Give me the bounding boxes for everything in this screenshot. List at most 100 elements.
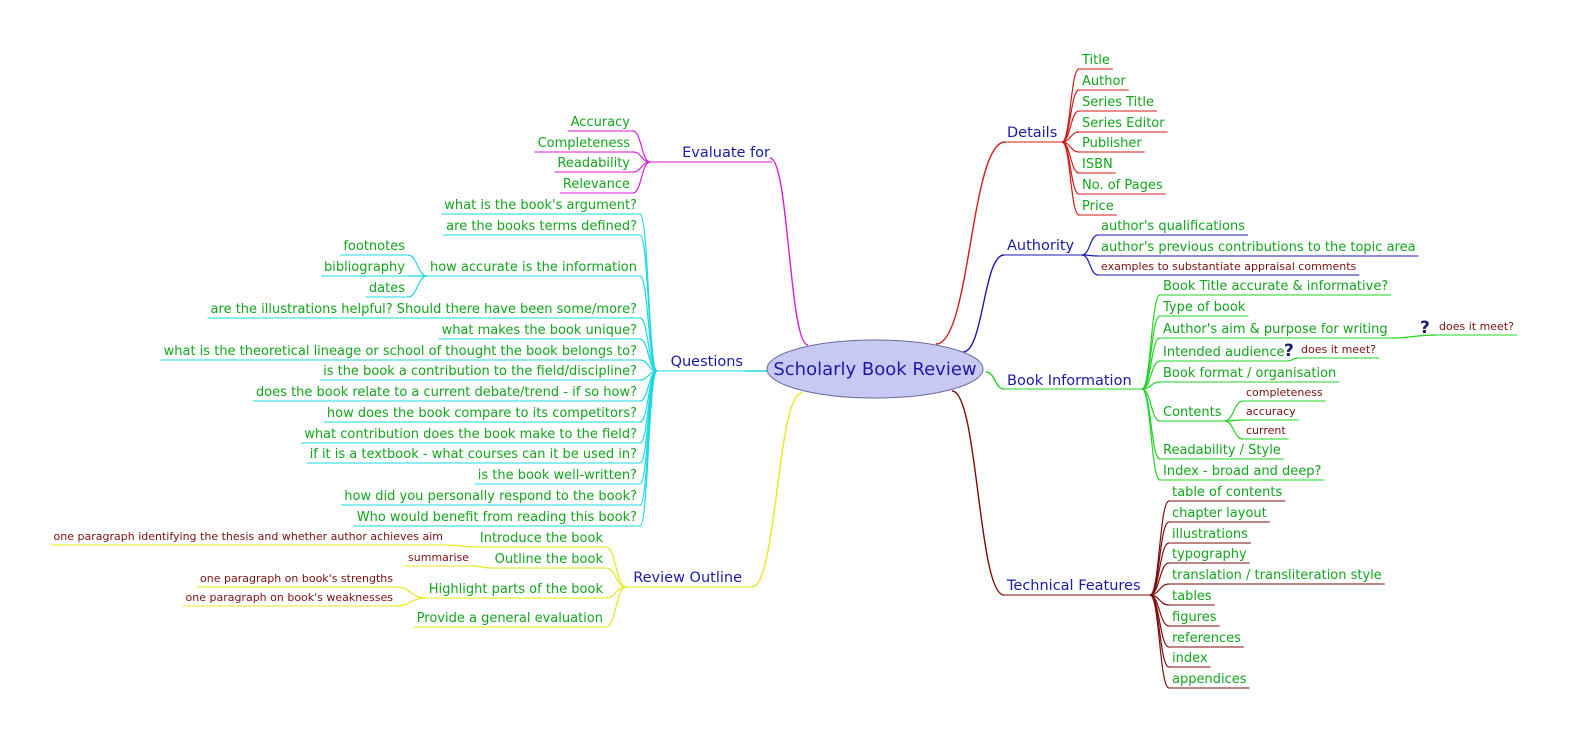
technical-features-item-connector — [1149, 562, 1170, 596]
authority-item-examples-to-substantiate-appraisal-comme[interactable]: examples to substantiate appraisal comme… — [1101, 260, 1357, 273]
details-item-series-title[interactable]: Series Title — [1082, 95, 1154, 110]
details-item-publisher[interactable]: Publisher — [1082, 136, 1142, 151]
question-item-connector — [639, 370, 658, 527]
review-outline-item-highlight-parts-of-the-book[interactable]: Highlight parts of the book — [429, 582, 604, 597]
contents-sub-connector — [1224, 400, 1244, 422]
question-item-is-the-book-a-contribution-to-the-field-[interactable]: is the book a contribution to the field/… — [323, 364, 637, 379]
highlight-note-connector — [395, 597, 426, 607]
question-item-what-contribution-does-the-book-make-to-[interactable]: what contribution does the book make to … — [304, 427, 637, 442]
outline-note-summarise[interactable]: summarise — [408, 551, 469, 564]
highlight-note-one-paragraph-on-book-s-weaknesses[interactable]: one paragraph on book's weaknesses — [186, 591, 394, 604]
book-information-branch-connector — [985, 371, 1005, 390]
contents-sub-current[interactable]: current — [1246, 424, 1286, 437]
question-item-what-is-the-book-s-argument[interactable]: what is the book's argument? — [444, 198, 637, 213]
authority-branch-label[interactable]: Authority — [1007, 238, 1075, 254]
technical-features-item-illustrations[interactable]: illustrations — [1172, 527, 1248, 542]
review-outline-item-introduce-the-book[interactable]: Introduce the book — [480, 531, 604, 546]
authority-item-author-s-qualifications[interactable]: author's qualifications — [1101, 219, 1245, 234]
evaluate-for-item-readability[interactable]: Readability — [557, 156, 630, 171]
question-item-is-the-book-well-written[interactable]: is the book well-written? — [478, 468, 637, 483]
review-outline-item-provide-a-general-evaluation[interactable]: Provide a general evaluation — [417, 611, 603, 626]
audience-note-does-it-meet[interactable]: does it meet? — [1301, 343, 1376, 356]
contents-sub-completeness[interactable]: completeness — [1246, 386, 1323, 399]
details-item-isbn[interactable]: ISBN — [1082, 157, 1113, 172]
book-information-item-connector — [1141, 337, 1161, 390]
question-item-are-the-books-terms-defined[interactable]: are the books terms defined? — [446, 219, 637, 234]
technical-features-item-appendices[interactable]: appendices — [1172, 672, 1247, 687]
technical-features-item-figures[interactable]: figures — [1172, 610, 1217, 625]
question-item-connector — [639, 234, 658, 372]
book-information-item-connector — [1141, 360, 1161, 390]
book-information-item-readability-style[interactable]: Readability / Style — [1163, 443, 1281, 458]
evaluate-for-branch-connector — [769, 157, 809, 346]
accuracy-sub-connector — [407, 275, 428, 298]
evaluate-for-item-completeness[interactable]: Completeness — [538, 136, 631, 151]
book-information-item-book-format-organisation[interactable]: Book format / organisation — [1163, 366, 1336, 381]
evaluate-for-item-relevance[interactable]: Relevance — [563, 177, 630, 192]
details-item-title[interactable]: Title — [1081, 53, 1110, 68]
evaluate-for-branch-label[interactable]: Evaluate for — [682, 145, 770, 161]
central-topic-bubble[interactable] — [766, 339, 984, 399]
technical-features-item-table-of-contents[interactable]: table of contents — [1172, 485, 1282, 500]
details-item-no-of-pages[interactable]: No. of Pages — [1082, 178, 1163, 193]
details-item-price[interactable]: Price — [1082, 199, 1114, 214]
authority-item-author-s-previous-contributions-to-the-t[interactable]: author's previous contributions to the t… — [1101, 240, 1416, 255]
technical-features-item-connector — [1149, 594, 1170, 668]
book-information-item-intended-audience[interactable]: Intended audience — [1163, 345, 1285, 360]
highlight-note-one-paragraph-on-book-s-strengths[interactable]: one paragraph on book's strengths — [200, 572, 393, 585]
question-item-how-does-the-book-compare-to-its-competi[interactable]: how does the book compare to its competi… — [327, 406, 637, 421]
technical-features-item-chapter-layout[interactable]: chapter layout — [1172, 506, 1267, 521]
question-item-are-the-illustrations-helpful-should-the[interactable]: are the illustrations helpful? Should th… — [211, 302, 637, 317]
review-outline-branch-label[interactable]: Review Outline — [633, 570, 742, 586]
technical-features-item-connector — [1149, 594, 1170, 689]
book-information-item-contents[interactable]: Contents — [1163, 405, 1222, 420]
technical-features-item-index[interactable]: index — [1172, 651, 1208, 666]
accuracy-sub-bibliography[interactable]: bibliography — [324, 260, 405, 275]
book-information-item-book-title-accurate-informative[interactable]: Book Title accurate & informative? — [1163, 279, 1388, 294]
question-item-what-is-the-theoretical-lineage-or-schoo[interactable]: what is the theoretical lineage or schoo… — [164, 344, 637, 359]
authority-branch-connector — [962, 254, 1005, 353]
technical-features-item-tables[interactable]: tables — [1172, 589, 1212, 604]
technical-features-item-references[interactable]: references — [1172, 631, 1241, 646]
book-information-item-connector — [1141, 381, 1161, 390]
accuracy-sub-connector — [407, 254, 428, 277]
question-item-if-it-is-a-textbook-what-courses-can-it-[interactable]: if it is a textbook - what courses can i… — [310, 447, 637, 462]
question-item-who-would-benefit-from-reading-this-book[interactable]: Who would benefit from reading this book… — [357, 510, 637, 525]
technical-features-item-translation-transliteration-style[interactable]: translation / transliteration style — [1172, 568, 1382, 583]
question-item-how-accurate-is-the-information[interactable]: how accurate is the information — [430, 260, 637, 275]
book-information-item-author-s-aim-purpose-for-writing[interactable]: Author's aim & purpose for writing — [1163, 322, 1388, 337]
accuracy-sub-dates[interactable]: dates — [369, 281, 405, 296]
contents-sub-accuracy[interactable]: accuracy — [1246, 405, 1296, 418]
intro-note[interactable]: one paragraph identifying the thesis and… — [54, 530, 443, 543]
authority-item-connector — [1081, 254, 1099, 276]
book-information-item-type-of-book[interactable]: Type of book — [1162, 300, 1246, 315]
aim-note-does-it-meet[interactable]: does it meet? — [1439, 320, 1514, 333]
review-outline-item-connector — [605, 546, 627, 588]
book-information-item-index-broad-and-deep[interactable]: Index - broad and deep? — [1163, 464, 1321, 479]
question-item-does-the-book-relate-to-a-current-debate[interactable]: does the book relate to a current debate… — [256, 385, 637, 400]
book-information-branch-label[interactable]: Book Information — [1007, 373, 1132, 389]
central-topic-label[interactable]: Scholarly Book Review — [773, 359, 976, 380]
details-item-series-editor[interactable]: Series Editor — [1082, 116, 1165, 131]
question-item-how-did-you-personally-respond-to-the-bo[interactable]: how did you personally respond to the bo… — [344, 489, 637, 504]
details-item-connector — [1061, 89, 1080, 143]
question-item-connector — [639, 275, 658, 372]
review-outline-item-connector — [605, 586, 627, 628]
details-item-author[interactable]: Author — [1082, 74, 1126, 89]
review-outline-branch-connector — [751, 392, 803, 588]
question-item-what-makes-the-book-unique[interactable]: what makes the book unique? — [442, 323, 637, 338]
technical-features-item-typography[interactable]: typography — [1172, 547, 1247, 562]
aim-note-connector — [1390, 334, 1437, 339]
question-item-connector — [639, 338, 658, 372]
review-outline-item-outline-the-book[interactable]: Outline the book — [495, 552, 604, 567]
details-item-connector — [1061, 141, 1080, 195]
evaluate-for-item-accuracy[interactable]: Accuracy — [571, 115, 631, 130]
details-branch-label[interactable]: Details — [1007, 125, 1057, 141]
questions-branch-label[interactable]: Questions — [671, 354, 743, 370]
evaluate-for-item-connector — [632, 130, 651, 163]
question-mark-icon: ? — [1284, 341, 1294, 361]
contents-sub-connector — [1224, 420, 1244, 440]
technical-features-branch-label[interactable]: Technical Features — [1006, 578, 1141, 594]
accuracy-sub-footnotes[interactable]: footnotes — [343, 239, 405, 254]
